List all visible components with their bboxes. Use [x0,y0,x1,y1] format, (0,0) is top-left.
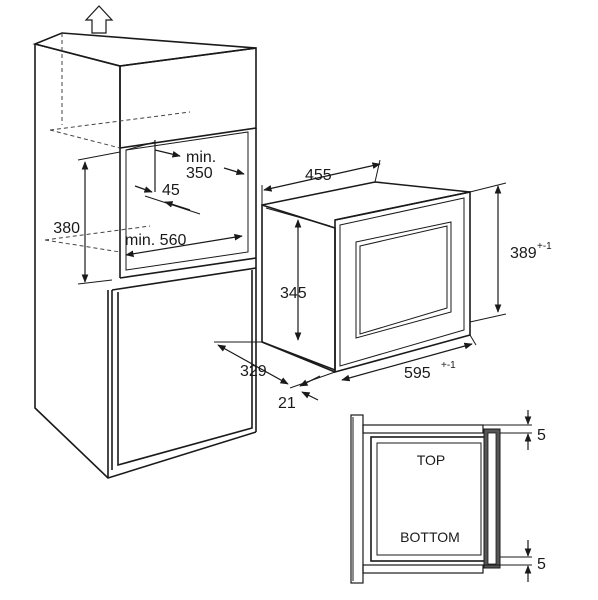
dim-niche-height: 380 [53,220,80,237]
dim-side-gap: 45 [162,182,180,199]
appliance-dimensions [214,159,507,401]
microwave-appliance [261,181,471,374]
dim-front-width: 595 [404,365,431,382]
section-detail [350,410,532,584]
dim-min-width: min. 560 [125,232,186,249]
dim-min-depth-label: min. [186,149,216,166]
dim-gap-bottom: 5 [537,556,546,573]
dim-front-height: 389 [510,245,537,262]
dim-appliance-depth: 455 [305,167,332,184]
dim-min-depth-value: 350 [186,165,213,182]
dim-appliance-height: 345 [280,285,307,302]
dim-front-width-tol: +-1 [441,360,456,371]
dim-front-height-tol: +-1 [537,241,552,252]
cabinet-dimensions [77,140,245,285]
label-top: TOP [417,452,446,468]
dim-gap-top: 5 [537,427,546,444]
dim-appliance-depth-bottom: 329 [240,363,267,380]
dim-front-thickness: 21 [278,395,296,412]
label-bottom: BOTTOM [400,529,460,545]
up-arrow-icon [84,5,114,34]
